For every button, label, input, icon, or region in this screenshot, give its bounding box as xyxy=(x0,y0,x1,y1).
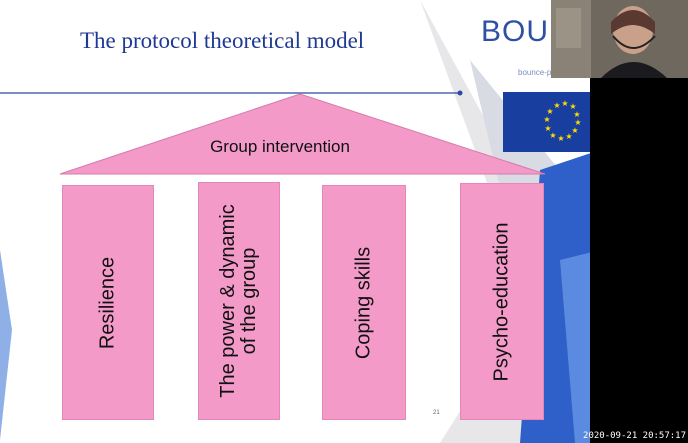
svg-text:★: ★ xyxy=(553,101,560,110)
svg-text:★: ★ xyxy=(561,99,568,108)
svg-text:★: ★ xyxy=(557,134,564,143)
slide-title: The protocol theoretical model xyxy=(80,28,365,53)
svg-text:★: ★ xyxy=(549,131,556,140)
svg-text:★: ★ xyxy=(569,102,576,111)
roof-label: Group intervention xyxy=(210,137,350,156)
pillar-label-line2: of the group xyxy=(238,247,260,355)
pillar-label-line1: Coping skills xyxy=(352,246,375,359)
pillar-label: Resilience xyxy=(96,193,119,413)
svg-text:★: ★ xyxy=(543,115,550,124)
left-blue-accent xyxy=(0,250,12,440)
slide-page-number: 21 xyxy=(433,410,440,416)
pillar-group-dynamic: The power & dynamic of the group xyxy=(198,182,280,420)
svg-text:★: ★ xyxy=(571,126,578,135)
video-black-panel: 2020-09-21 20:57:17 xyxy=(583,78,688,443)
webcam-video xyxy=(551,0,688,78)
svg-text:★: ★ xyxy=(546,107,553,116)
svg-text:★: ★ xyxy=(574,118,581,127)
pillar-label: Coping skills xyxy=(352,193,375,413)
presenter-video-icon xyxy=(551,0,688,78)
pillar-label-line1: Psycho-education xyxy=(490,222,513,381)
pillar-coping-skills: Coping skills xyxy=(322,185,406,420)
pillar-resilience: Resilience xyxy=(62,185,154,420)
roof-triangle xyxy=(59,93,546,175)
eu-stars-icon: ★ ★ ★ ★ ★ ★ ★ ★ ★ ★ ★ ★ xyxy=(543,99,581,143)
recording-timestamp: 2020-09-21 20:57:17 xyxy=(583,431,686,441)
pillar-label-line1: The power & dynamic xyxy=(217,204,239,398)
logo-url-text: bounce-project.eu xyxy=(518,68,582,77)
pillar-label-line1: Resilience xyxy=(96,256,119,349)
pillar-label: Psycho-education xyxy=(490,189,513,414)
pillar-label: The power & dynamic of the group xyxy=(217,186,260,416)
eu-flag-icon: ★ ★ ★ ★ ★ ★ ★ ★ ★ ★ ★ ★ xyxy=(503,92,593,152)
svg-text:★: ★ xyxy=(565,132,572,141)
pillar-psycho-education: Psycho-education xyxy=(460,183,544,420)
svg-text:★: ★ xyxy=(544,124,551,133)
svg-text:★: ★ xyxy=(573,110,580,119)
separator-end-dot xyxy=(457,90,463,96)
